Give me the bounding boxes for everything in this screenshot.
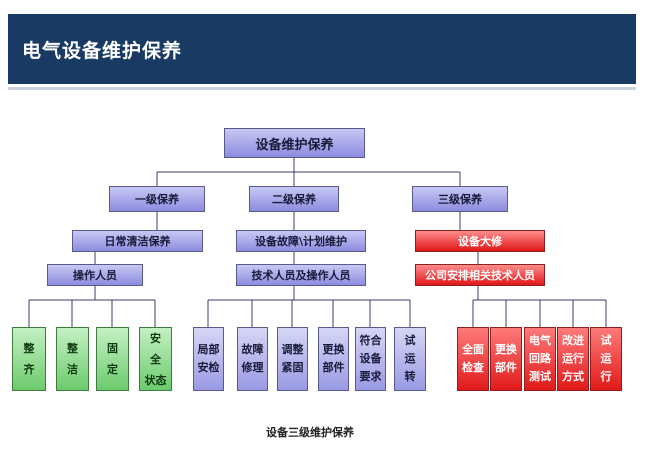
level-2-node: 二级保养	[249, 186, 339, 212]
figure-caption: 设备三级维护保养	[266, 426, 354, 439]
level-1-personnel: 操作人员	[47, 264, 143, 286]
task-node: 整齐	[12, 327, 46, 391]
task-node: 故障修理	[237, 327, 268, 391]
root-node: 设备维护保养	[224, 128, 365, 158]
page-title: 电气设备维护保养	[22, 40, 183, 62]
task-node: 电气回路测试	[524, 327, 556, 391]
task-node: 全面检查	[457, 327, 489, 391]
task-node: 改进运行方式	[557, 327, 589, 391]
task-node: 安全状态	[139, 327, 172, 391]
level-2-activity: 设备故障\计划维护	[236, 230, 366, 252]
task-node: 试运转	[394, 327, 426, 391]
task-node: 更换部件	[318, 327, 349, 391]
task-node: 试运行	[590, 327, 622, 391]
task-node: 固定	[96, 327, 129, 391]
level-3-node: 三级保养	[412, 186, 508, 212]
task-node: 调整紧固	[277, 327, 308, 391]
level-1-activity: 日常清洁保养	[72, 230, 203, 252]
task-node: 更换部件	[490, 327, 522, 391]
header-divider	[8, 87, 636, 90]
task-node: 符合设备要求	[355, 327, 386, 391]
task-node: 整洁	[56, 327, 89, 391]
level-1-node: 一级保养	[109, 186, 205, 212]
level-3-activity: 设备大修	[415, 230, 545, 252]
task-node: 局部安检	[193, 327, 224, 391]
level-2-personnel: 技术人员及操作人员	[236, 264, 366, 286]
header-banner: 电气设备维护保养	[8, 14, 636, 84]
level-3-personnel: 公司安排相关技术人员	[415, 264, 545, 286]
